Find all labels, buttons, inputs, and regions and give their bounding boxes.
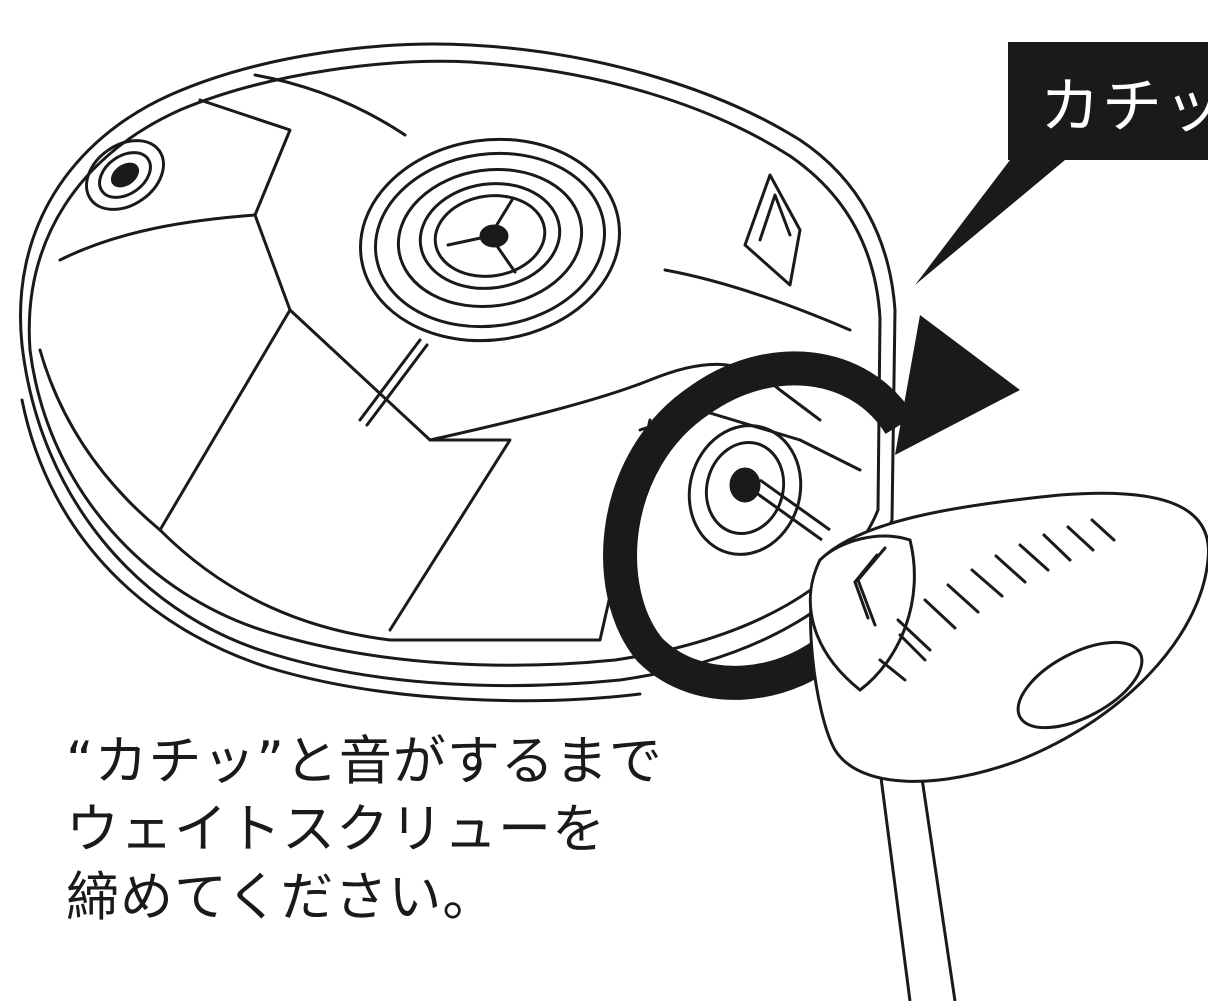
instruction-line: ウェイトスクリューを <box>66 799 606 860</box>
sole-panel-top <box>198 98 292 217</box>
club-head-outline <box>19 42 897 688</box>
weight-screw-hole <box>479 224 509 248</box>
wrench-grip-notch <box>1066 525 1095 552</box>
wrench-grip-notch <box>1090 518 1116 542</box>
weight-port-ring-3 <box>418 182 562 290</box>
weight-port-ring-1 <box>373 151 607 329</box>
wrench-grip-notch <box>946 583 980 614</box>
callout-text: カチッ <box>1040 72 1208 142</box>
wrench-grip-notch <box>878 658 907 682</box>
wrench-grip-notch <box>1018 543 1050 572</box>
weight-port-outer <box>359 137 621 343</box>
wrench-grip-notch <box>994 554 1027 584</box>
callout-box <box>915 42 1208 285</box>
instruction-line: 締めてください。 <box>66 867 497 928</box>
hosel-hole <box>110 162 140 188</box>
sole-rail-top <box>253 73 407 137</box>
head-fin <box>743 173 802 287</box>
wrench-handle-hole <box>1016 640 1144 730</box>
wrench-tip <box>759 478 831 532</box>
weight-screw-face <box>433 194 547 278</box>
sole-panel-center <box>288 308 512 632</box>
sole-groove <box>358 338 422 422</box>
wrench-logo-chevron <box>853 553 879 620</box>
wrench-tip <box>754 490 823 542</box>
sole-panel-bottom <box>158 418 652 642</box>
wrench-grip-notch <box>1042 533 1072 562</box>
sole-groove-2 <box>365 343 429 427</box>
wrench-grip-notch <box>898 633 927 662</box>
hosel-ring-inner <box>98 151 152 199</box>
rotation-arrow-head <box>895 315 1020 455</box>
weight-port-ring-2 <box>396 167 584 309</box>
wrench-grip-notch <box>923 598 957 630</box>
wrench-grip-notch <box>896 618 932 652</box>
club-head-inner-rim <box>27 59 882 667</box>
sole-lower-edge <box>20 398 642 703</box>
wrench-grip-notch <box>970 568 1004 598</box>
head-fin-inner <box>758 193 792 242</box>
rear-screw-hole <box>729 467 761 503</box>
rear-port-inner <box>704 440 786 536</box>
sole-rail-right <box>663 268 852 332</box>
instruction-line: “カチッ”と音がするまで <box>66 731 663 792</box>
hosel-ring-outer <box>85 139 165 211</box>
wrench-shaft <box>878 764 957 1001</box>
instruction-text: “カチッ”と音がするまで ウェイトスクリューを 締めてください。 <box>66 728 686 932</box>
rotation-arrow <box>603 351 915 700</box>
